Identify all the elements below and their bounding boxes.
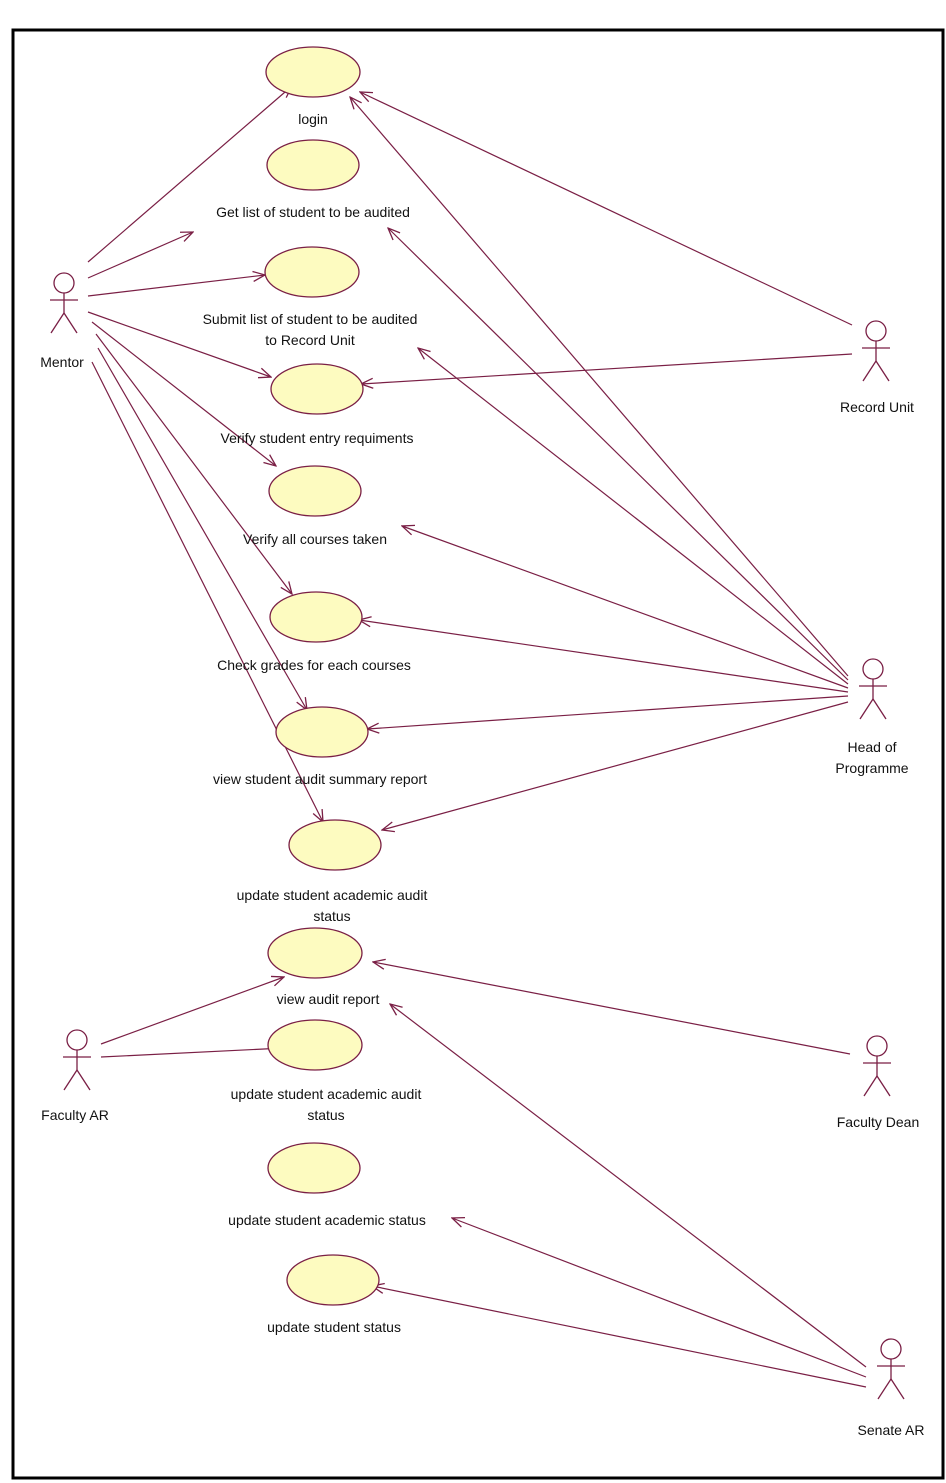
use-case-label: Check grades for each courses [217,657,411,673]
use-case-ellipse[interactable] [275,706,369,758]
use-case-ellipse[interactable] [264,246,360,298]
associations-layer [87,86,867,1388]
use-case-verify-entry[interactable]: Verify student entry requiments [221,363,414,446]
use-case-view-summary[interactable]: view student audit summary report [213,706,427,787]
use-case-check-grades[interactable]: Check grades for each courses [217,591,411,673]
use-case-label: update student status [267,1319,401,1335]
association-head-of-programme-to-submit-list [418,348,849,685]
use-case-ellipse[interactable] [266,139,360,191]
actor-figure-icon[interactable] [63,1029,91,1091]
diagram-frame [11,28,945,1480]
actor-label: Senate AR [858,1422,925,1438]
use-case-ellipse[interactable] [267,927,363,979]
actor-figure-icon[interactable] [863,1035,891,1097]
use-case-login[interactable]: login [265,46,361,127]
use-case-ellipse[interactable] [268,465,362,517]
use-case-update-academic-status[interactable]: update student academic status [228,1142,426,1228]
association-mentor-to-login [87,86,292,263]
association-head-of-programme-to-check-grades [359,620,849,693]
use-case-ellipse[interactable] [288,819,382,871]
use-case-ellipse[interactable] [269,591,363,643]
actor-figure-icon[interactable] [862,320,890,382]
actor-faculty-ar[interactable]: Faculty AR [41,1029,109,1123]
use-case-update-student-status[interactable]: update student status [267,1254,401,1335]
association-head-of-programme-to-login [350,97,849,677]
use-case-label: view audit report [277,991,380,1007]
association-head-of-programme-to-view-summary [367,695,849,729]
use-case-label: Verify all courses taken [243,531,387,547]
actor-figure-icon[interactable] [859,658,887,720]
association-faculty-dean-to-view-audit-report [373,962,851,1055]
use-case-label: update student academic status [228,1212,426,1228]
use-case-get-list[interactable]: Get list of student to be audited [216,139,410,220]
association-faculty-ar-to-update-audit-2 [100,1048,284,1058]
use-case-ellipse[interactable] [265,46,361,98]
association-mentor-to-get-list [87,232,193,279]
use-case-ellipse[interactable] [286,1254,380,1306]
association-senate-ar-to-update-academic-status [452,1218,867,1378]
association-senate-ar-to-update-student-status [372,1286,867,1388]
use-case-label: Get list of student to be audited [216,204,410,220]
association-head-of-programme-to-update-audit-1 [382,701,849,830]
use-case-view-audit-report[interactable]: view audit report [267,927,380,1007]
association-mentor-to-check-grades [95,333,292,594]
use-case-label: Verify student entry requiments [221,430,414,446]
actor-label: Record Unit [840,399,914,415]
actor-figure-icon[interactable] [877,1338,905,1400]
actor-figure-icon[interactable] [50,272,78,334]
association-mentor-to-view-summary [97,347,307,710]
actor-mentor[interactable]: Mentor [40,272,84,370]
association-senate-ar-to-view-audit-report [390,1004,867,1368]
association-mentor-to-verify-entry [87,311,271,377]
association-faculty-ar-to-view-audit-report [100,977,284,1045]
actor-label: Faculty Dean [837,1114,919,1130]
association-head-of-programme-to-get-list [388,228,849,681]
use-case-label: login [298,111,328,127]
use-case-verify-courses[interactable]: Verify all courses taken [243,465,387,547]
actor-faculty-dean[interactable]: Faculty Dean [837,1035,919,1130]
use-case-ellipse[interactable] [267,1142,361,1194]
actor-label: Mentor [40,354,84,370]
association-mentor-to-verify-courses [91,321,276,466]
actor-label: Faculty AR [41,1107,109,1123]
actor-senate-ar[interactable]: Senate AR [858,1338,925,1438]
association-record-unit-to-verify-entry [361,353,853,384]
association-head-of-programme-to-verify-courses [402,526,849,689]
association-mentor-to-submit-list [87,275,265,297]
use-case-ellipse[interactable] [267,1019,363,1071]
association-record-unit-to-login [360,92,853,326]
actor-record-unit[interactable]: Record Unit [840,320,914,415]
use-case-ellipse[interactable] [270,363,364,415]
use-case-label: view student audit summary report [213,771,427,787]
